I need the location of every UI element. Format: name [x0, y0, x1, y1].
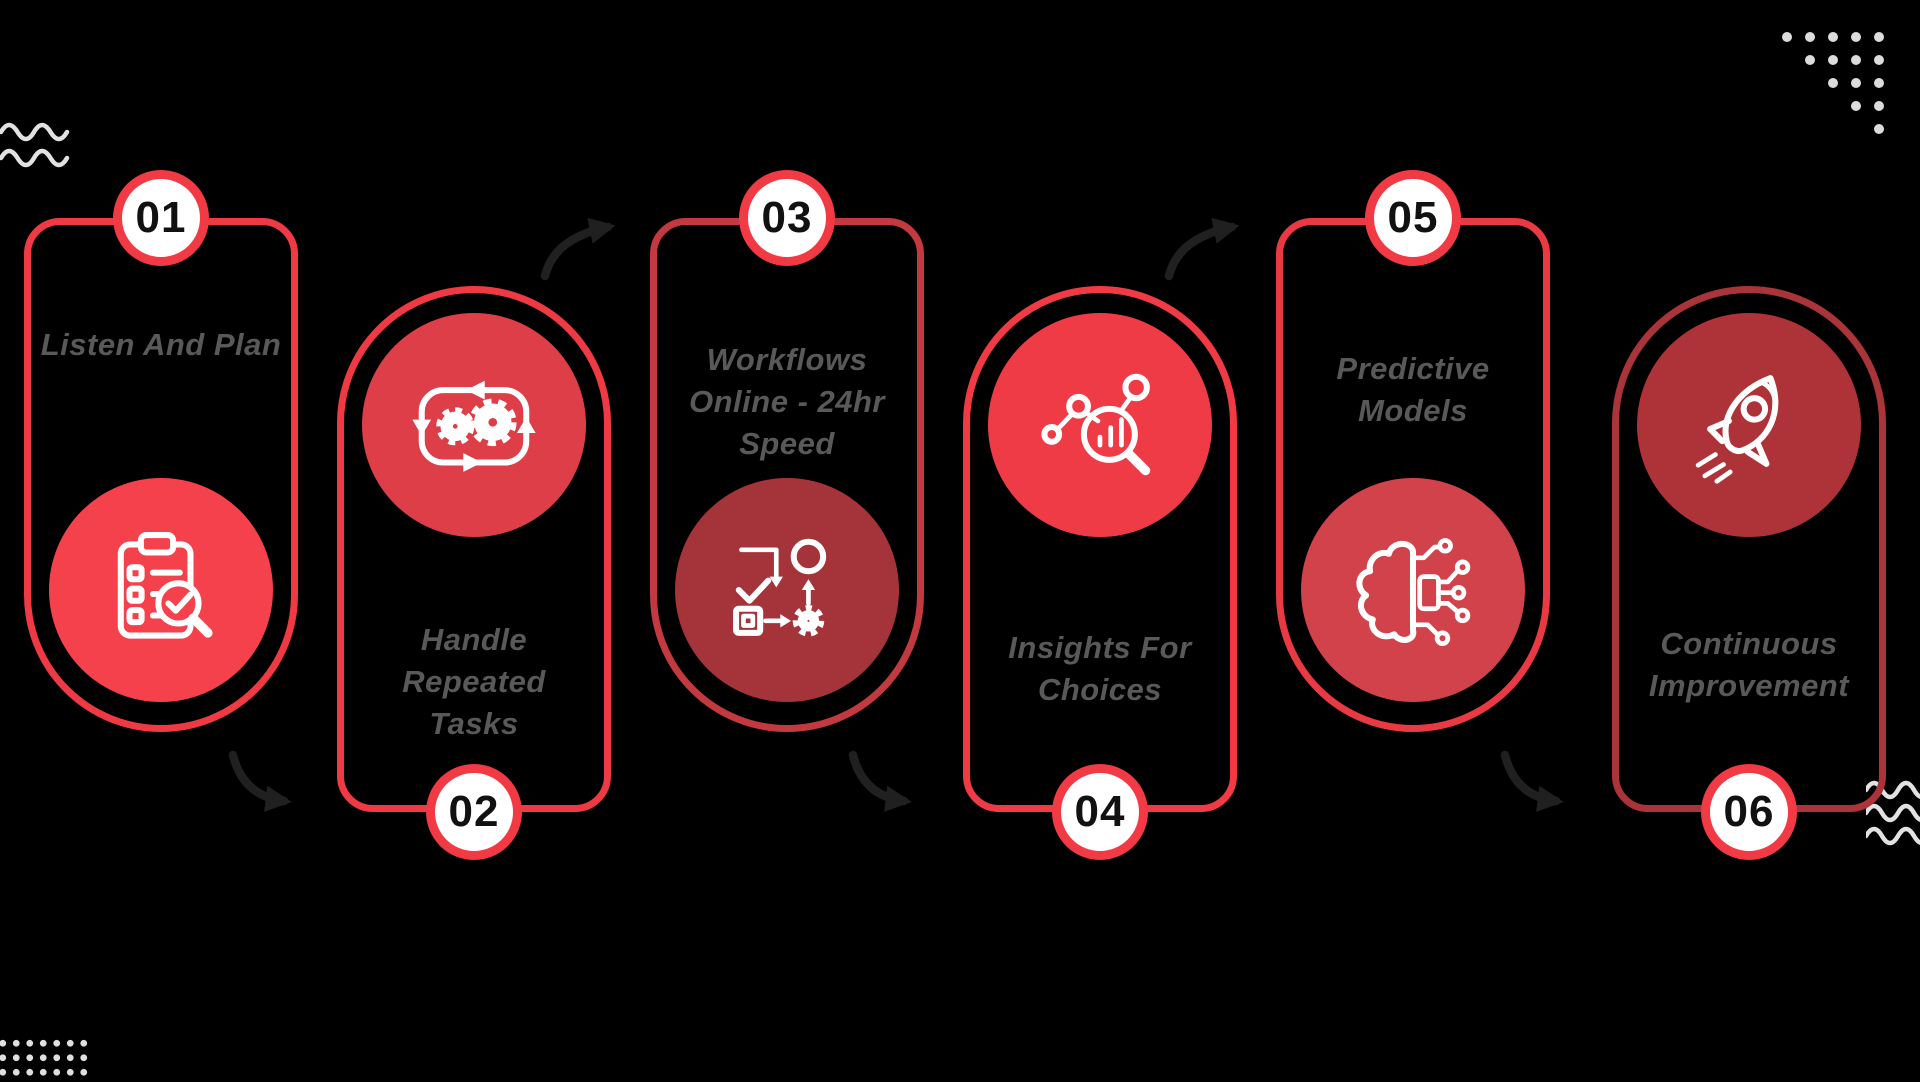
step-icon-circle [1637, 313, 1861, 537]
step-icon-circle [362, 313, 586, 537]
step-number-badge: 06 [1701, 764, 1797, 860]
step-number-badge: 04 [1052, 764, 1148, 860]
step-icon-circle [988, 313, 1212, 537]
step-card-3: 03 Workflows Online - 24hr Speed [650, 170, 924, 732]
step-number-badge: 01 [113, 170, 209, 266]
step-number: 04 [1074, 787, 1126, 836]
step-card-2: Handle Repeated Tasks 02 [337, 286, 611, 860]
wave-lines-decoration-top-left [0, 122, 70, 168]
step-icon-circle [675, 478, 899, 702]
step-card-4: Insights For Choices 04 [963, 286, 1237, 860]
step-number: 01 [135, 193, 187, 242]
step-title: Listen And Plan [40, 327, 282, 362]
step-card-1: 01 Listen And Plan [24, 170, 298, 732]
flow-arrow-4-5 [1164, 217, 1240, 281]
gears-cycle-icon [412, 380, 536, 472]
step-number: 05 [1387, 193, 1439, 242]
rocket-icon [1695, 375, 1779, 484]
step-title: Handle Repeated Tasks [402, 622, 546, 741]
step-number-badge: 03 [739, 170, 835, 266]
brain-circuit-icon [1356, 538, 1471, 646]
flow-arrow-3-4 [848, 750, 912, 812]
step-number-badge: 02 [426, 764, 522, 860]
step-card-6: Continuous Improvement 06 [1612, 286, 1886, 860]
step-title: Workflows Online - 24hr Speed [689, 342, 885, 461]
step-number-badge: 05 [1365, 170, 1461, 266]
step-number: 02 [448, 787, 500, 836]
step-card-5: 05 Predictive Models [1276, 170, 1550, 732]
step-icon-circle [1301, 478, 1525, 702]
step-title: Predictive Models [1336, 351, 1490, 428]
step-number: 06 [1723, 787, 1775, 836]
clipboard-checklist-icon [117, 532, 213, 639]
step-number: 03 [761, 193, 813, 242]
workflow-decision-icon [733, 538, 827, 637]
step-icon-circle [49, 478, 273, 702]
step-title: Insights For Choices [1008, 630, 1192, 707]
step-title: Continuous Improvement [1648, 626, 1850, 703]
flow-arrow-5-6 [1500, 750, 1564, 812]
dot-grid-decoration [0, 1036, 90, 1082]
flow-arrow-2-3 [540, 217, 616, 281]
flow-arrow-1-2 [228, 750, 292, 812]
dot-triangle-decoration [1782, 32, 1892, 142]
analytics-magnifier-icon [1041, 373, 1151, 476]
